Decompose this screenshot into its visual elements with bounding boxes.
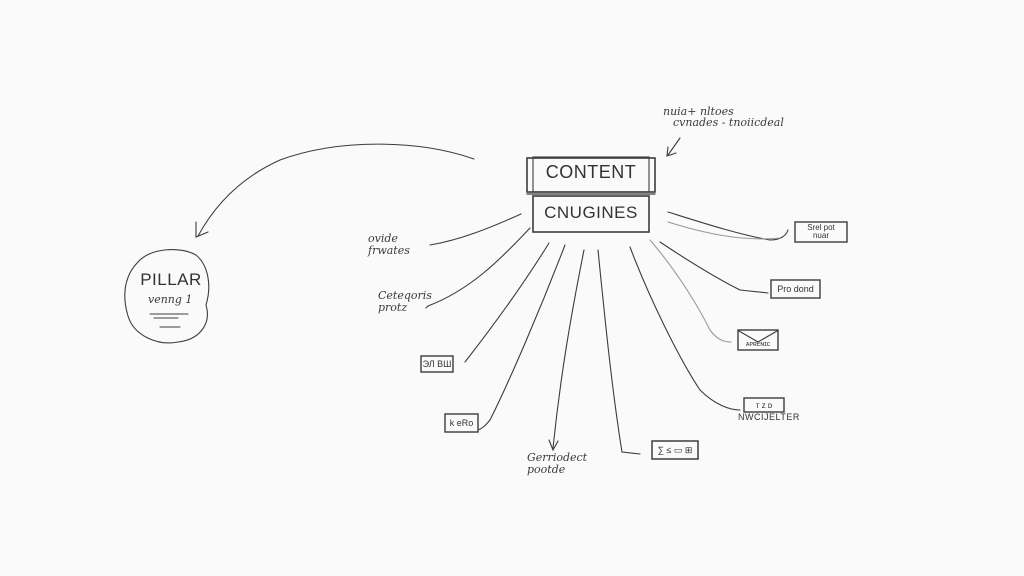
content-title[interactable]: CONTENT (545, 162, 637, 182)
pillar-blob (124, 249, 210, 344)
pro-box (770, 279, 821, 299)
pro-box-label[interactable]: Pro dond (777, 284, 814, 294)
bottom-box-rect (651, 440, 699, 460)
engines-box-outer (532, 195, 650, 233)
category-label: Ceteqoris protz (378, 289, 432, 314)
bottom-box[interactable]: ∑ ≤ ▭ ⊞ (657, 444, 693, 455)
newsletter-box (743, 397, 785, 413)
newsletter-box-label[interactable]: ᴛ ᴢ ᴅ (755, 400, 773, 410)
box-b-rect (444, 413, 479, 433)
box-a[interactable]: ЭЛ ВШ (422, 359, 452, 369)
top-annotation-line2: cvnades - tnoiicdeal (673, 116, 784, 129)
arc-to-pillar (197, 143, 475, 237)
newsletter-label: NWCIJELTER (738, 412, 800, 422)
box-b[interactable]: k eRo (449, 418, 474, 428)
social-box (794, 221, 848, 243)
engines-title[interactable]: CNUGINES (544, 203, 638, 222)
email-box (737, 329, 779, 351)
social-box-label[interactable]: Srel pot nuar (807, 223, 835, 240)
pillar-title[interactable]: PILLAR (140, 270, 202, 289)
top-annotation-line1: nuia+ nltoes (663, 105, 734, 118)
pillar-subtitle: venng 1 (148, 293, 193, 306)
guide-label: ovide frwates (368, 232, 410, 257)
email-box-label[interactable]: ᴀᴘʀᴇɴɪᴄ (745, 340, 771, 348)
box-a-rect (420, 355, 454, 373)
arrowhead-pillar (195, 221, 209, 238)
bottom-label: Gerriodect pootde (527, 451, 588, 476)
